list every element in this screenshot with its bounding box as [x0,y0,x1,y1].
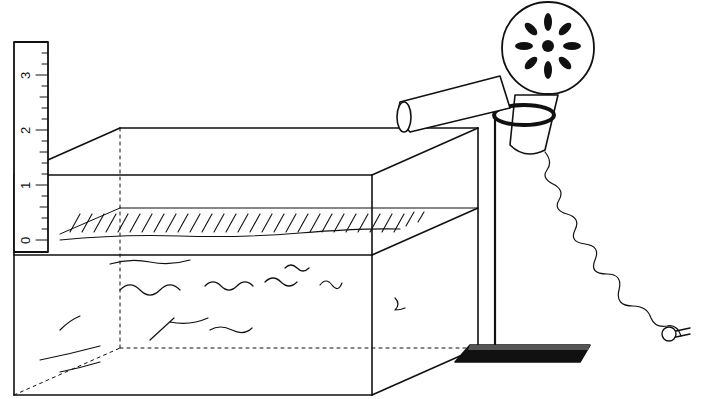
ruler-number: 2 [19,126,32,133]
ruler-number: 1 [19,181,32,188]
ruler-number: 0 [19,236,32,243]
ruler-number: 3 [19,71,32,78]
